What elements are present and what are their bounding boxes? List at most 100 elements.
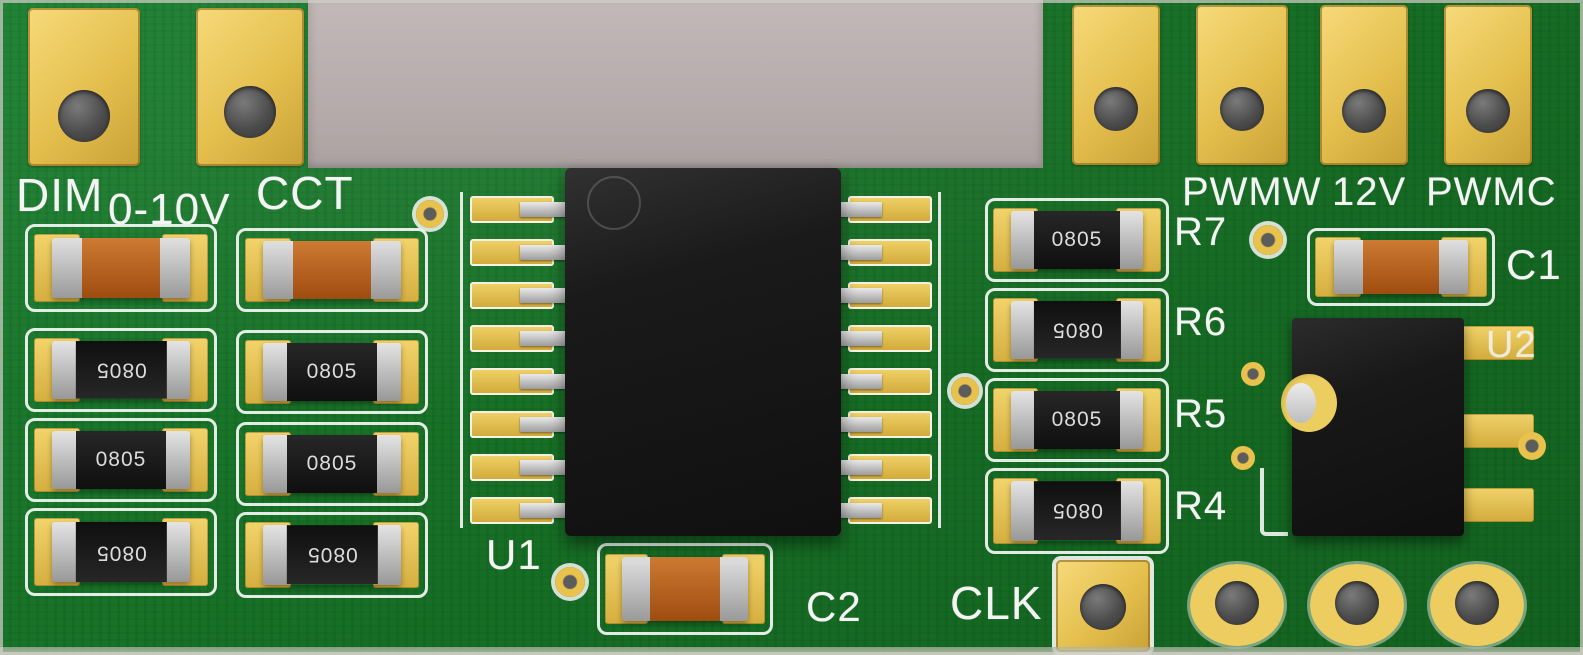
label-pwmc: PWMC	[1426, 170, 1557, 214]
ic-pad	[470, 411, 566, 438]
resistor-terminal	[263, 343, 287, 401]
ic-lead	[836, 374, 882, 389]
resistor-terminal	[1011, 211, 1034, 269]
ic-lead	[836, 417, 882, 432]
resistor-marking: 0805	[286, 525, 378, 585]
via	[1253, 225, 1283, 255]
resistor-marking: 0805	[1033, 481, 1121, 541]
ic-lead	[836, 202, 882, 217]
smd-capacitor-c2	[597, 543, 773, 635]
label-r7: R7	[1174, 210, 1228, 254]
resistor-marking: 0805	[75, 341, 167, 399]
ic-pad	[836, 411, 932, 438]
smd-capacitor	[25, 224, 217, 312]
resistor-terminal	[1011, 391, 1034, 449]
ic-lead	[836, 288, 882, 303]
pin1-marker	[587, 176, 641, 230]
ic-silkscreen-line	[938, 192, 941, 528]
capacitor-body	[622, 557, 748, 621]
pad-hole	[58, 90, 110, 142]
ic-lead	[520, 374, 566, 389]
resistor-terminal	[1011, 481, 1034, 541]
board-edge-bevel	[0, 647, 1583, 655]
label-r5: R5	[1174, 392, 1228, 436]
through-hole-pad	[1320, 5, 1408, 165]
ic-pad	[836, 454, 932, 481]
label-c1: C1	[1506, 241, 1562, 288]
resistor-body: 0805	[52, 341, 190, 399]
ic-lead	[836, 503, 882, 518]
resistor-marking: 0805	[1033, 211, 1121, 269]
resistor-terminal	[166, 431, 190, 489]
pad-hole	[1335, 581, 1379, 625]
resistor-terminal	[1011, 301, 1034, 359]
capacitor-terminal	[1438, 240, 1469, 294]
through-hole-pad	[1444, 5, 1532, 165]
ic-lead	[836, 331, 882, 346]
capacitor-dielectric	[649, 557, 721, 621]
ic-pad	[470, 368, 566, 395]
pad-hole	[224, 86, 276, 138]
resistor-terminal	[377, 435, 401, 493]
resistor-body: 0805	[263, 525, 401, 585]
resistor-terminal	[166, 341, 190, 399]
capacitor-terminal	[263, 241, 294, 299]
ic-silkscreen-line	[460, 192, 463, 528]
smd-resistor-r7: 0805	[985, 198, 1169, 282]
resistor-marking: 0805	[286, 343, 378, 401]
resistor-terminal	[166, 521, 190, 583]
label-pwmw: PWMW	[1182, 170, 1322, 214]
through-hole-pad	[196, 8, 304, 166]
oval-pad	[1190, 564, 1284, 646]
resistor-terminal	[263, 525, 287, 585]
capacitor-body	[52, 237, 190, 299]
label-u1: U1	[486, 531, 542, 578]
capacitor-dielectric	[82, 237, 160, 299]
u2-lead-pad	[1450, 488, 1534, 522]
label-r6: R6	[1174, 300, 1228, 344]
oval-pad	[1430, 564, 1524, 646]
resistor-terminal	[52, 431, 76, 489]
through-hole-pad	[1196, 5, 1288, 165]
pad-hole	[1080, 584, 1126, 630]
resistor-body: 0805	[1011, 391, 1143, 449]
capacitor-body	[1333, 240, 1469, 294]
resistor-terminal	[1120, 301, 1143, 359]
mounting-lug	[1281, 374, 1337, 432]
ic-pad	[470, 325, 566, 352]
clk-pad	[1056, 560, 1150, 652]
ic-lead	[836, 245, 882, 260]
smd-capacitor	[236, 228, 428, 312]
smd-resistor: 0805	[236, 422, 428, 506]
ic-lead	[520, 202, 566, 217]
resistor-marking: 0805	[75, 521, 167, 583]
resistor-marking: 0805	[1033, 301, 1121, 359]
resistor-terminal	[263, 435, 287, 493]
capacitor-body	[263, 241, 401, 299]
capacitor-terminal	[52, 237, 83, 299]
label-dim: DIM	[16, 169, 104, 221]
label-cct: CCT	[256, 167, 354, 219]
resistor-marking: 0805	[1033, 391, 1121, 449]
pad-hole	[1094, 87, 1138, 131]
ic-pad	[470, 282, 566, 309]
capacitor-terminal	[370, 241, 401, 299]
smd-resistor: 0805	[25, 328, 217, 412]
ic-pad	[470, 454, 566, 481]
capacitor-terminal	[1333, 240, 1364, 294]
pad-hole	[1220, 87, 1264, 131]
ic-lead	[520, 417, 566, 432]
ic-pad	[836, 196, 932, 223]
smd-resistor: 0805	[25, 418, 217, 502]
via	[951, 377, 979, 405]
label-u2: U2	[1486, 324, 1537, 366]
ic-pad	[836, 325, 932, 352]
ic-lead	[520, 503, 566, 518]
ic-lead	[836, 460, 882, 475]
smd-resistor: 0805	[236, 330, 428, 414]
label-clk: CLK	[950, 577, 1043, 629]
u2-lead-pad	[1450, 326, 1534, 360]
ic-pad	[836, 368, 932, 395]
via	[1518, 432, 1546, 460]
